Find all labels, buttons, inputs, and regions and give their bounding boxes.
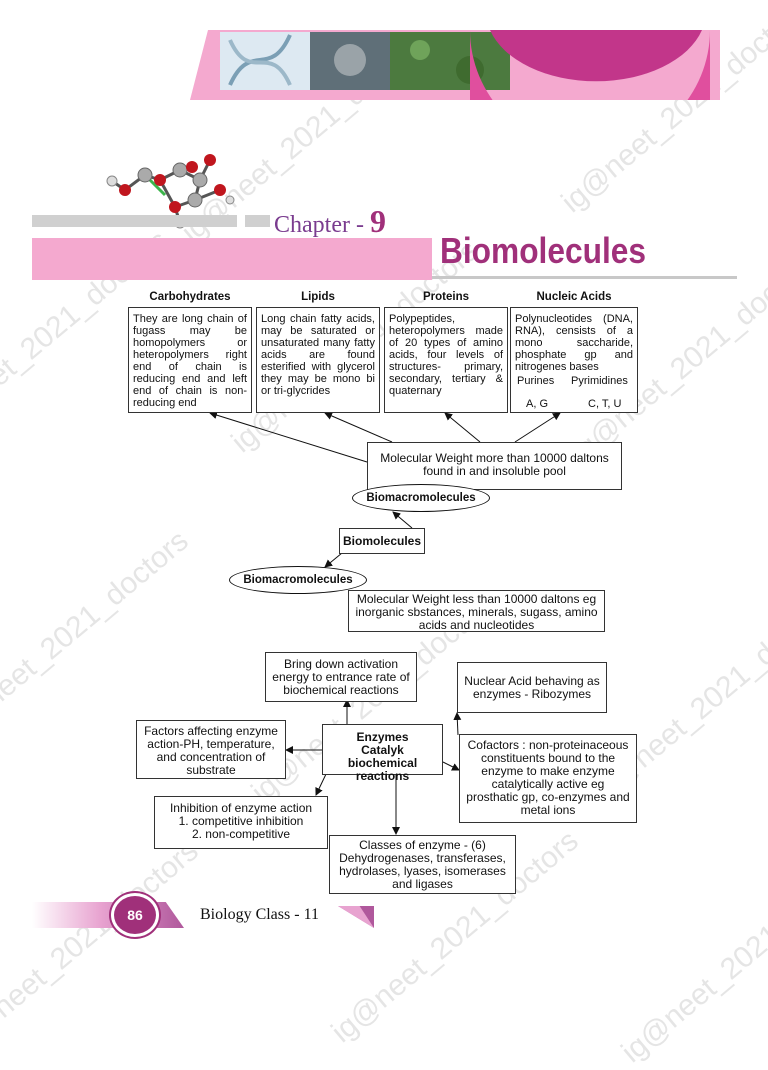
ribozymes-box: Nuclear Acid behaving as enzymes - Riboz… — [457, 662, 607, 713]
enzymes-center-box: Enzymes Catalyk biochemical reactions — [322, 724, 443, 783]
footer-band-left — [32, 902, 184, 928]
proteins-box: Polypeptides, heteropolymers made of 20 … — [384, 307, 508, 413]
chapter-number: 9 — [369, 203, 386, 239]
lipids-box: Long chain fatty acids, may be saturated… — [256, 307, 380, 413]
inhibition-item-2: 2. non-competitive — [191, 827, 291, 841]
enzymes-subtitle: Catalyk biochemical reactions — [347, 743, 418, 783]
biomacromolecules-label-top: Biomacromolecules — [366, 492, 476, 504]
activation-energy-box: Bring down activation energy to entrance… — [265, 652, 417, 702]
molecule-graphic — [100, 145, 250, 235]
nucleic-acids-text: Polynucleotides (DNA, RNA), censists of … — [515, 313, 633, 373]
biomacromolecules-oval-top: Biomacromolecules — [352, 484, 490, 512]
connector-lines — [209, 385, 602, 835]
pink-band — [32, 238, 432, 280]
macro-weight-box: Molecular Weight more than 10000 daltons… — [367, 442, 622, 490]
inhibition-title: Inhibition of enzyme action — [169, 801, 313, 815]
heading-lipids: Lipids — [301, 291, 335, 303]
pyrimidine-bases: C, T, U — [588, 398, 622, 410]
footer-book-title: Biology Class - 11 — [200, 906, 319, 924]
pyrimidines-label: Pyrimidines — [571, 375, 628, 387]
cofactors-box: Cofactors : non-proteinaceous constituen… — [459, 734, 637, 823]
nucleic-acids-box: Polynucleotides (DNA, RNA), censists of … — [510, 307, 638, 413]
heading-nucleic-acids: Nucleic Acids — [536, 291, 612, 303]
footer-class-number: 11 — [303, 906, 319, 923]
gray-rule — [432, 276, 737, 279]
page-title: Biomolecules — [440, 230, 646, 271]
chapter-label: Chapter - 9 — [274, 203, 386, 240]
factors-box: Factors affecting enzyme action-PH, temp… — [136, 720, 286, 779]
biomacromolecules-oval-bottom: Biomacromolecules — [229, 566, 367, 594]
inhibition-box: Inhibition of enzyme action 1. competiti… — [154, 796, 328, 849]
footer-book-label: Biology Class - — [200, 906, 300, 923]
biomolecules-box: Biomolecules — [339, 528, 425, 554]
heading-proteins: Proteins — [422, 291, 469, 303]
gray-band-right — [245, 215, 270, 227]
purines-label: Purines — [517, 375, 555, 387]
molecule-icon — [106, 154, 235, 229]
page-number-badge: 86 — [111, 893, 159, 937]
micro-weight-box: Molecular Weight less than 10000 daltons… — [348, 590, 605, 632]
enzymes-title: Enzymes — [356, 730, 409, 744]
classes-box: Classes of enzyme - (6) Dehydrogenases, … — [329, 835, 516, 894]
page-number: 86 — [127, 907, 143, 923]
purine-bases: A, G — [526, 398, 549, 410]
heading-carbohydrates: Carbohydrates — [149, 291, 231, 303]
inhibition-item-1: 1. competitive inhibition — [178, 814, 304, 828]
gray-band-left — [32, 215, 237, 227]
biomacromolecules-label-bottom: Biomacromolecules — [243, 574, 353, 586]
carbohydrates-box: They are long chain of fugass may be hom… — [128, 307, 252, 413]
chapter-label-text: Chapter - — [274, 212, 364, 238]
